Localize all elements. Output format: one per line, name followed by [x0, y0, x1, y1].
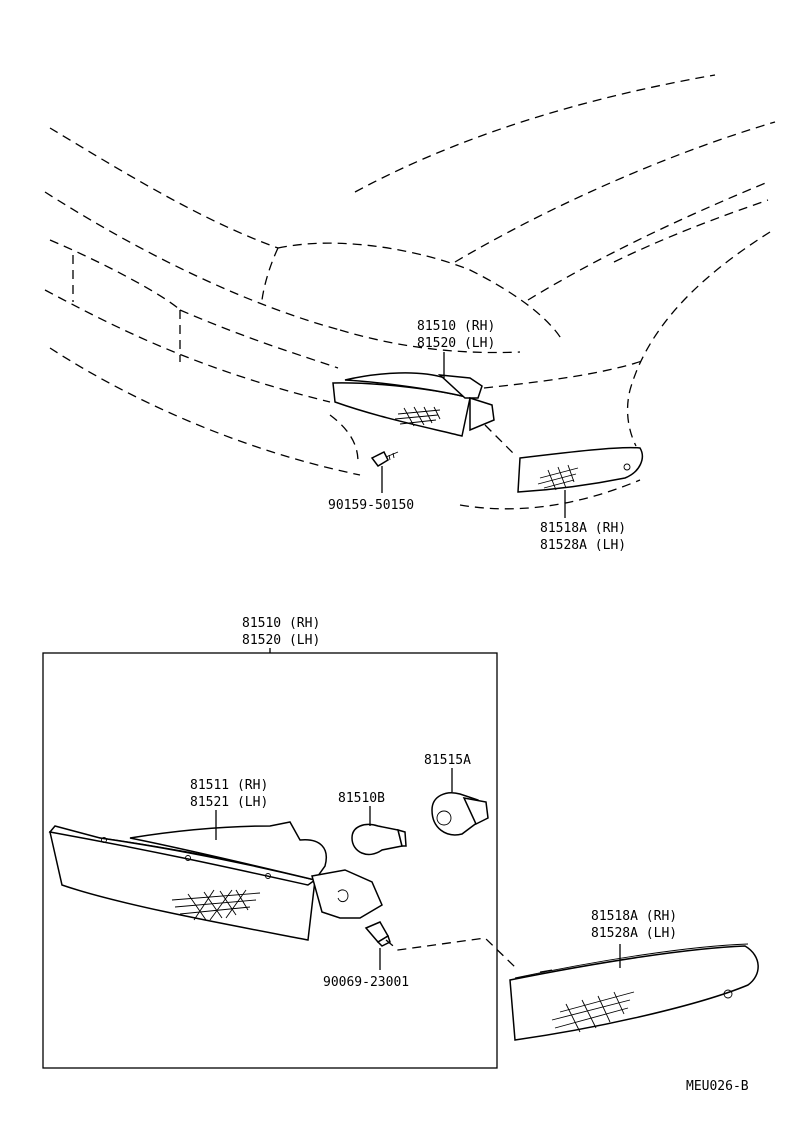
top-lamp-lh-label: 81520 (LH) — [417, 336, 495, 351]
bottom-lens-rh-label: 81518A (RH) — [591, 909, 677, 924]
top-lamp-lens-mesh — [394, 406, 441, 427]
bottom-lens-lh-label: 81528A (LH) — [591, 926, 677, 941]
car-body-outline — [44, 74, 776, 510]
top-lamp-assembly — [332, 372, 495, 437]
housing-lh-label: 81521 (LH) — [190, 795, 268, 810]
assy-rh-label: 81510 (RH) — [242, 616, 320, 631]
bulb — [351, 806, 407, 856]
small-bulb-label: 90069-23001 — [323, 975, 409, 990]
diagram-code: MEU026-B — [686, 1079, 749, 1094]
top-screw — [370, 450, 399, 493]
top-screw-label: 90159-50150 — [328, 498, 414, 513]
top-lens — [517, 446, 644, 518]
housing-rh-label: 81511 (RH) — [190, 778, 268, 793]
lamp-housing — [48, 821, 383, 941]
bottom-lens — [509, 943, 759, 1041]
top-lens-lh-label: 81528A (LH) — [540, 538, 626, 553]
top-lamp-rh-label: 81510 (RH) — [417, 319, 495, 334]
bulb-label: 81510B — [338, 791, 385, 806]
top-lens-rh-label: 81518A (RH) — [540, 521, 626, 536]
housing-lens-mesh — [171, 889, 261, 921]
socket-label: 81515A — [424, 753, 471, 768]
small-bulb — [364, 921, 391, 970]
socket — [431, 768, 489, 836]
assembly-box — [42, 652, 498, 1069]
assy-lh-label: 81520 (LH) — [242, 633, 320, 648]
lens-connector — [385, 937, 517, 969]
